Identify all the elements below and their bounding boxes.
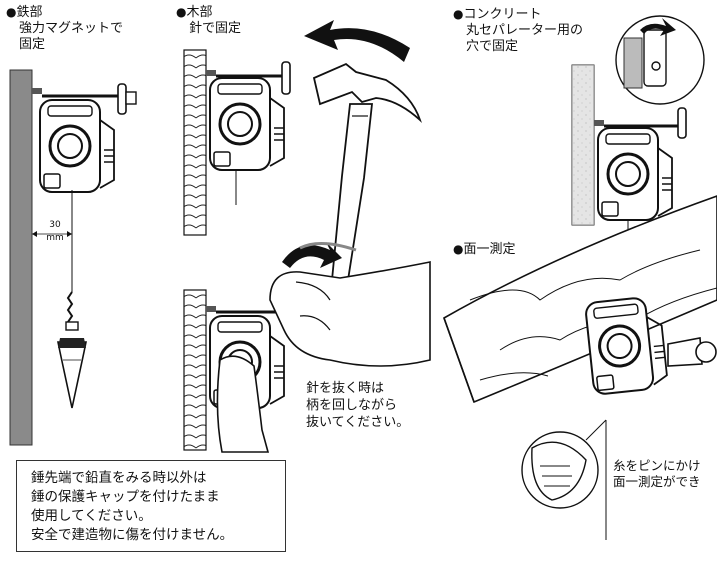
hand-icon-lower: [216, 355, 270, 453]
notice-line-2: 錘の保護キャップを付けたまま: [31, 489, 220, 505]
concrete-title: コンクリート: [463, 7, 542, 22]
notice-line-1: 錘先端で鉛直をみる時以外は: [31, 470, 207, 486]
iron-line-1: 強力マグネットで: [19, 21, 124, 36]
concrete-line-1: 丸セパレーター用の: [466, 23, 584, 38]
needle-removal-note: 針を抜く時は 柄を回しながら 抜いてください。: [306, 380, 409, 431]
wood-line-1: 針で固定: [189, 21, 242, 36]
bullet-icon: ●: [453, 242, 464, 256]
steel-wall: [9, 69, 33, 446]
wood-title: 木部: [186, 5, 213, 20]
wood-wall: [183, 49, 207, 236]
iron-line-2: 固定: [19, 37, 46, 52]
surface-note-line-1: 糸をピンにかけ: [613, 458, 701, 473]
dimension-unit: mm: [46, 233, 64, 243]
iron-title: 鉄部: [16, 5, 43, 20]
wood-section-label: ●木部 針で固定: [176, 4, 241, 37]
needle-note-line-2: 柄を回しながら: [306, 398, 398, 413]
needle-note-line-3: 抜いてください。: [306, 415, 410, 430]
surface-note-line-2: 面一測定ができ: [613, 474, 701, 489]
hand-icon: [269, 261, 431, 367]
dimension-value: 30: [49, 220, 61, 230]
bullet-icon: ●: [176, 5, 187, 19]
bullet-icon: ●: [6, 5, 17, 19]
dimension-label: 30 mm: [42, 221, 68, 243]
surface-section-figure: [443, 195, 717, 540]
notice-line-4: 安全で建造物に傷を付けません。: [31, 527, 234, 543]
concrete-section-label: ●コンクリート 丸セパレーター用の 穴で固定: [453, 6, 583, 55]
needle-removal-figure: [183, 242, 431, 453]
notice-line-3: 使用してください。: [31, 508, 152, 524]
safety-notice-box: 錘先端で鉛直をみる時以外は 錘の保護キャップを付けたまま 使用してください。 安…: [16, 460, 286, 552]
surface-title: 面一測定: [463, 242, 516, 257]
concrete-section-figure: [571, 15, 705, 240]
rotate-arrow-icon: [282, 242, 342, 268]
plumb-device-icon: [38, 98, 116, 194]
iron-section-figure: [9, 69, 137, 446]
swing-arrow-icon: [304, 20, 410, 62]
iron-section-label: ●鉄部 強力マグネットで 固定: [6, 4, 123, 53]
wood-beam: [443, 195, 717, 404]
surface-note: 糸をピンにかけ 面一測定ができ: [613, 458, 717, 490]
concrete-line-2: 穴で固定: [466, 39, 519, 54]
wood-section-figure: [183, 20, 422, 281]
needle-note-line-1: 針を抜く時は: [306, 381, 385, 396]
plumb-bob-icon: [57, 341, 87, 409]
surface-section-label: ●面一測定: [453, 241, 516, 258]
bullet-icon: ●: [453, 7, 464, 21]
